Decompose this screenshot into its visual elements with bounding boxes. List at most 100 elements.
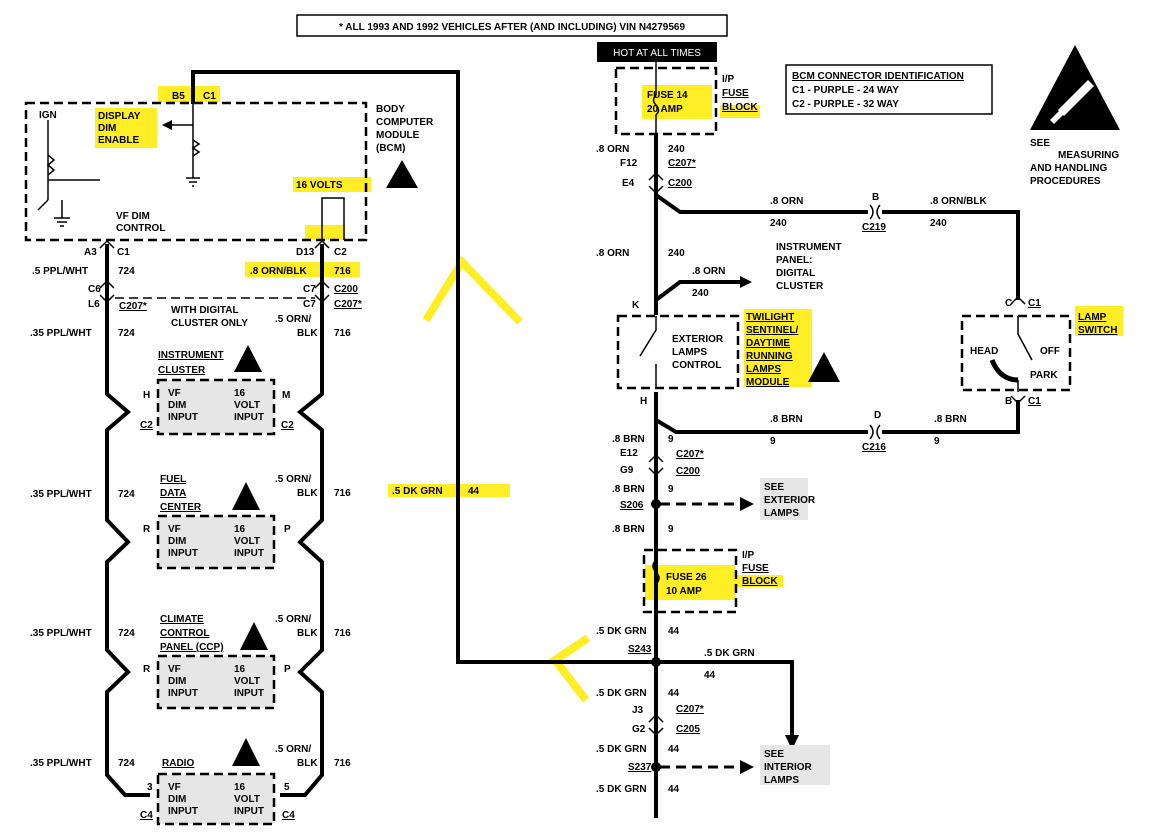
lr-dkgrn-a: .5 DK GRN [596, 626, 647, 637]
fuse14-b3: BLOCK [722, 102, 758, 113]
lamp-park: PARK [1030, 370, 1058, 381]
p35-3: .35 PPL/WHT [30, 628, 92, 639]
fuse-icon [652, 559, 660, 585]
fuse26-l2: 10 AMP [666, 586, 702, 597]
p35-4: .35 PPL/WHT [30, 758, 92, 769]
pin-label: R [143, 524, 151, 535]
pin-label: P [284, 524, 291, 535]
lr-brn-a: .8 BRN [770, 414, 803, 425]
lamp-c: C [1005, 298, 1012, 309]
fuse26-b2: FUSE [742, 563, 769, 574]
orn5b-4: BLK [297, 758, 318, 769]
lr-j3: J3 [632, 705, 644, 716]
input-label: DIM [168, 400, 186, 411]
lamp-b: B [1005, 396, 1012, 407]
input-label: INPUT [168, 806, 198, 817]
lr-d: D [874, 410, 881, 421]
bcm-l4: (BCM) [376, 143, 405, 154]
input-label: DIM [168, 794, 186, 805]
lr-44-c: 44 [668, 688, 680, 699]
input-label: 16 [234, 664, 246, 675]
arrow-icon [162, 120, 172, 130]
conn-c6: C6 [88, 284, 101, 295]
lr-9-a: 9 [770, 436, 776, 447]
left-wires [105, 70, 660, 797]
bcm-d13: D13 [296, 247, 315, 258]
bcm-display1: DISPLAY [98, 111, 141, 122]
connector-icon [648, 171, 1026, 737]
input-label: INPUT [168, 412, 198, 423]
connector-icon [99, 239, 330, 304]
lr-c207: C207* [676, 449, 704, 460]
conn-label: C2 [140, 420, 153, 431]
esd-l3: PROCEDURES [1030, 176, 1101, 187]
lr-brn-c: .8 BRN [612, 434, 645, 445]
orn5a-2: .5 ORN/ [275, 474, 311, 485]
bcm-a3: A3 [84, 247, 97, 258]
r-e4: E4 [622, 178, 635, 189]
arrow-icon [740, 276, 752, 288]
input-label: VF [168, 664, 181, 675]
input-label: INPUT [234, 548, 264, 559]
hot-label-box [597, 42, 717, 62]
lr-dkgrn-b: .5 DK GRN [704, 648, 755, 659]
ext-ctrl-switch [639, 316, 657, 388]
lr-c200: C200 [676, 466, 700, 477]
r-f12: F12 [620, 158, 638, 169]
ext-ctrl-box [616, 314, 740, 390]
lr-c207b: C207* [676, 704, 704, 715]
lr-44-e: 44 [668, 784, 680, 795]
lamp-switch-box [960, 314, 1072, 392]
ext-m2: SENTINEL/ [746, 325, 798, 336]
esd-l1: MEASURING [1058, 150, 1119, 161]
bcm-internals [37, 104, 345, 240]
module-title: RADIO [162, 758, 194, 769]
fuse26-box [642, 548, 738, 614]
bcm-b5: B5 [172, 91, 185, 102]
lr-dkgrn-e: .5 DK GRN [596, 784, 647, 795]
splice-icon [651, 499, 661, 509]
esd-see: SEE [1030, 138, 1050, 149]
module-box [156, 514, 276, 570]
p35num-4: 724 [118, 758, 135, 769]
module-box [156, 654, 276, 710]
r-ob-240: 240 [930, 218, 947, 229]
orn-blk-num: 716 [334, 266, 351, 277]
module-title: FUEL [160, 474, 186, 485]
r-c200: C200 [668, 178, 692, 189]
bcm-c1b: C1 [117, 247, 130, 258]
orn5num-3: 716 [334, 628, 351, 639]
lr-9-d: 9 [668, 484, 674, 495]
ppl-wht-num: 724 [118, 266, 135, 277]
lr-s206: S206 [620, 500, 644, 511]
ext-m3: DAYTIME [746, 338, 790, 349]
p35num-2: 724 [118, 489, 135, 500]
r-top-orn: .8 ORN [770, 196, 803, 207]
ipd2: PANEL: [776, 255, 812, 266]
splice-icon [651, 657, 661, 667]
lr-44-b: 44 [704, 670, 716, 681]
r-c207: C207* [668, 158, 696, 169]
pin-label: R [143, 664, 151, 675]
esd-l2: AND HANDLING [1030, 163, 1107, 174]
orn5a-top: .5 ORN/ [275, 314, 311, 325]
conn-c7: C7 [303, 284, 316, 295]
lr-9-b: 9 [934, 436, 940, 447]
bcm-display2: DIM [98, 123, 116, 134]
input-label: INPUT [234, 688, 264, 699]
dkgrn-mid-num: 44 [468, 486, 480, 497]
input-label: DIM [168, 676, 186, 687]
module-climate-control-panel: CLIMATE CONTROL PANEL (CCP) VF DIM INPUT… [143, 614, 291, 710]
pin-label: H [143, 390, 150, 401]
p35-2: .35 PPL/WHT [30, 489, 92, 500]
bcm-id-title: BCM CONNECTOR IDENTIFICATION [792, 71, 964, 82]
bcm-id-box [785, 64, 993, 115]
module-title: PANEL (CCP) [160, 642, 224, 653]
lr-s243: S243 [628, 644, 652, 655]
ext-m5: LAMPS [746, 364, 781, 375]
module-box [156, 378, 276, 436]
r-240c: 240 [692, 288, 709, 299]
module-title: CENTER [160, 502, 202, 513]
lr-dkgrn-c: .5 DK GRN [596, 688, 647, 699]
bcm-vfdim2: CONTROL [116, 223, 165, 234]
